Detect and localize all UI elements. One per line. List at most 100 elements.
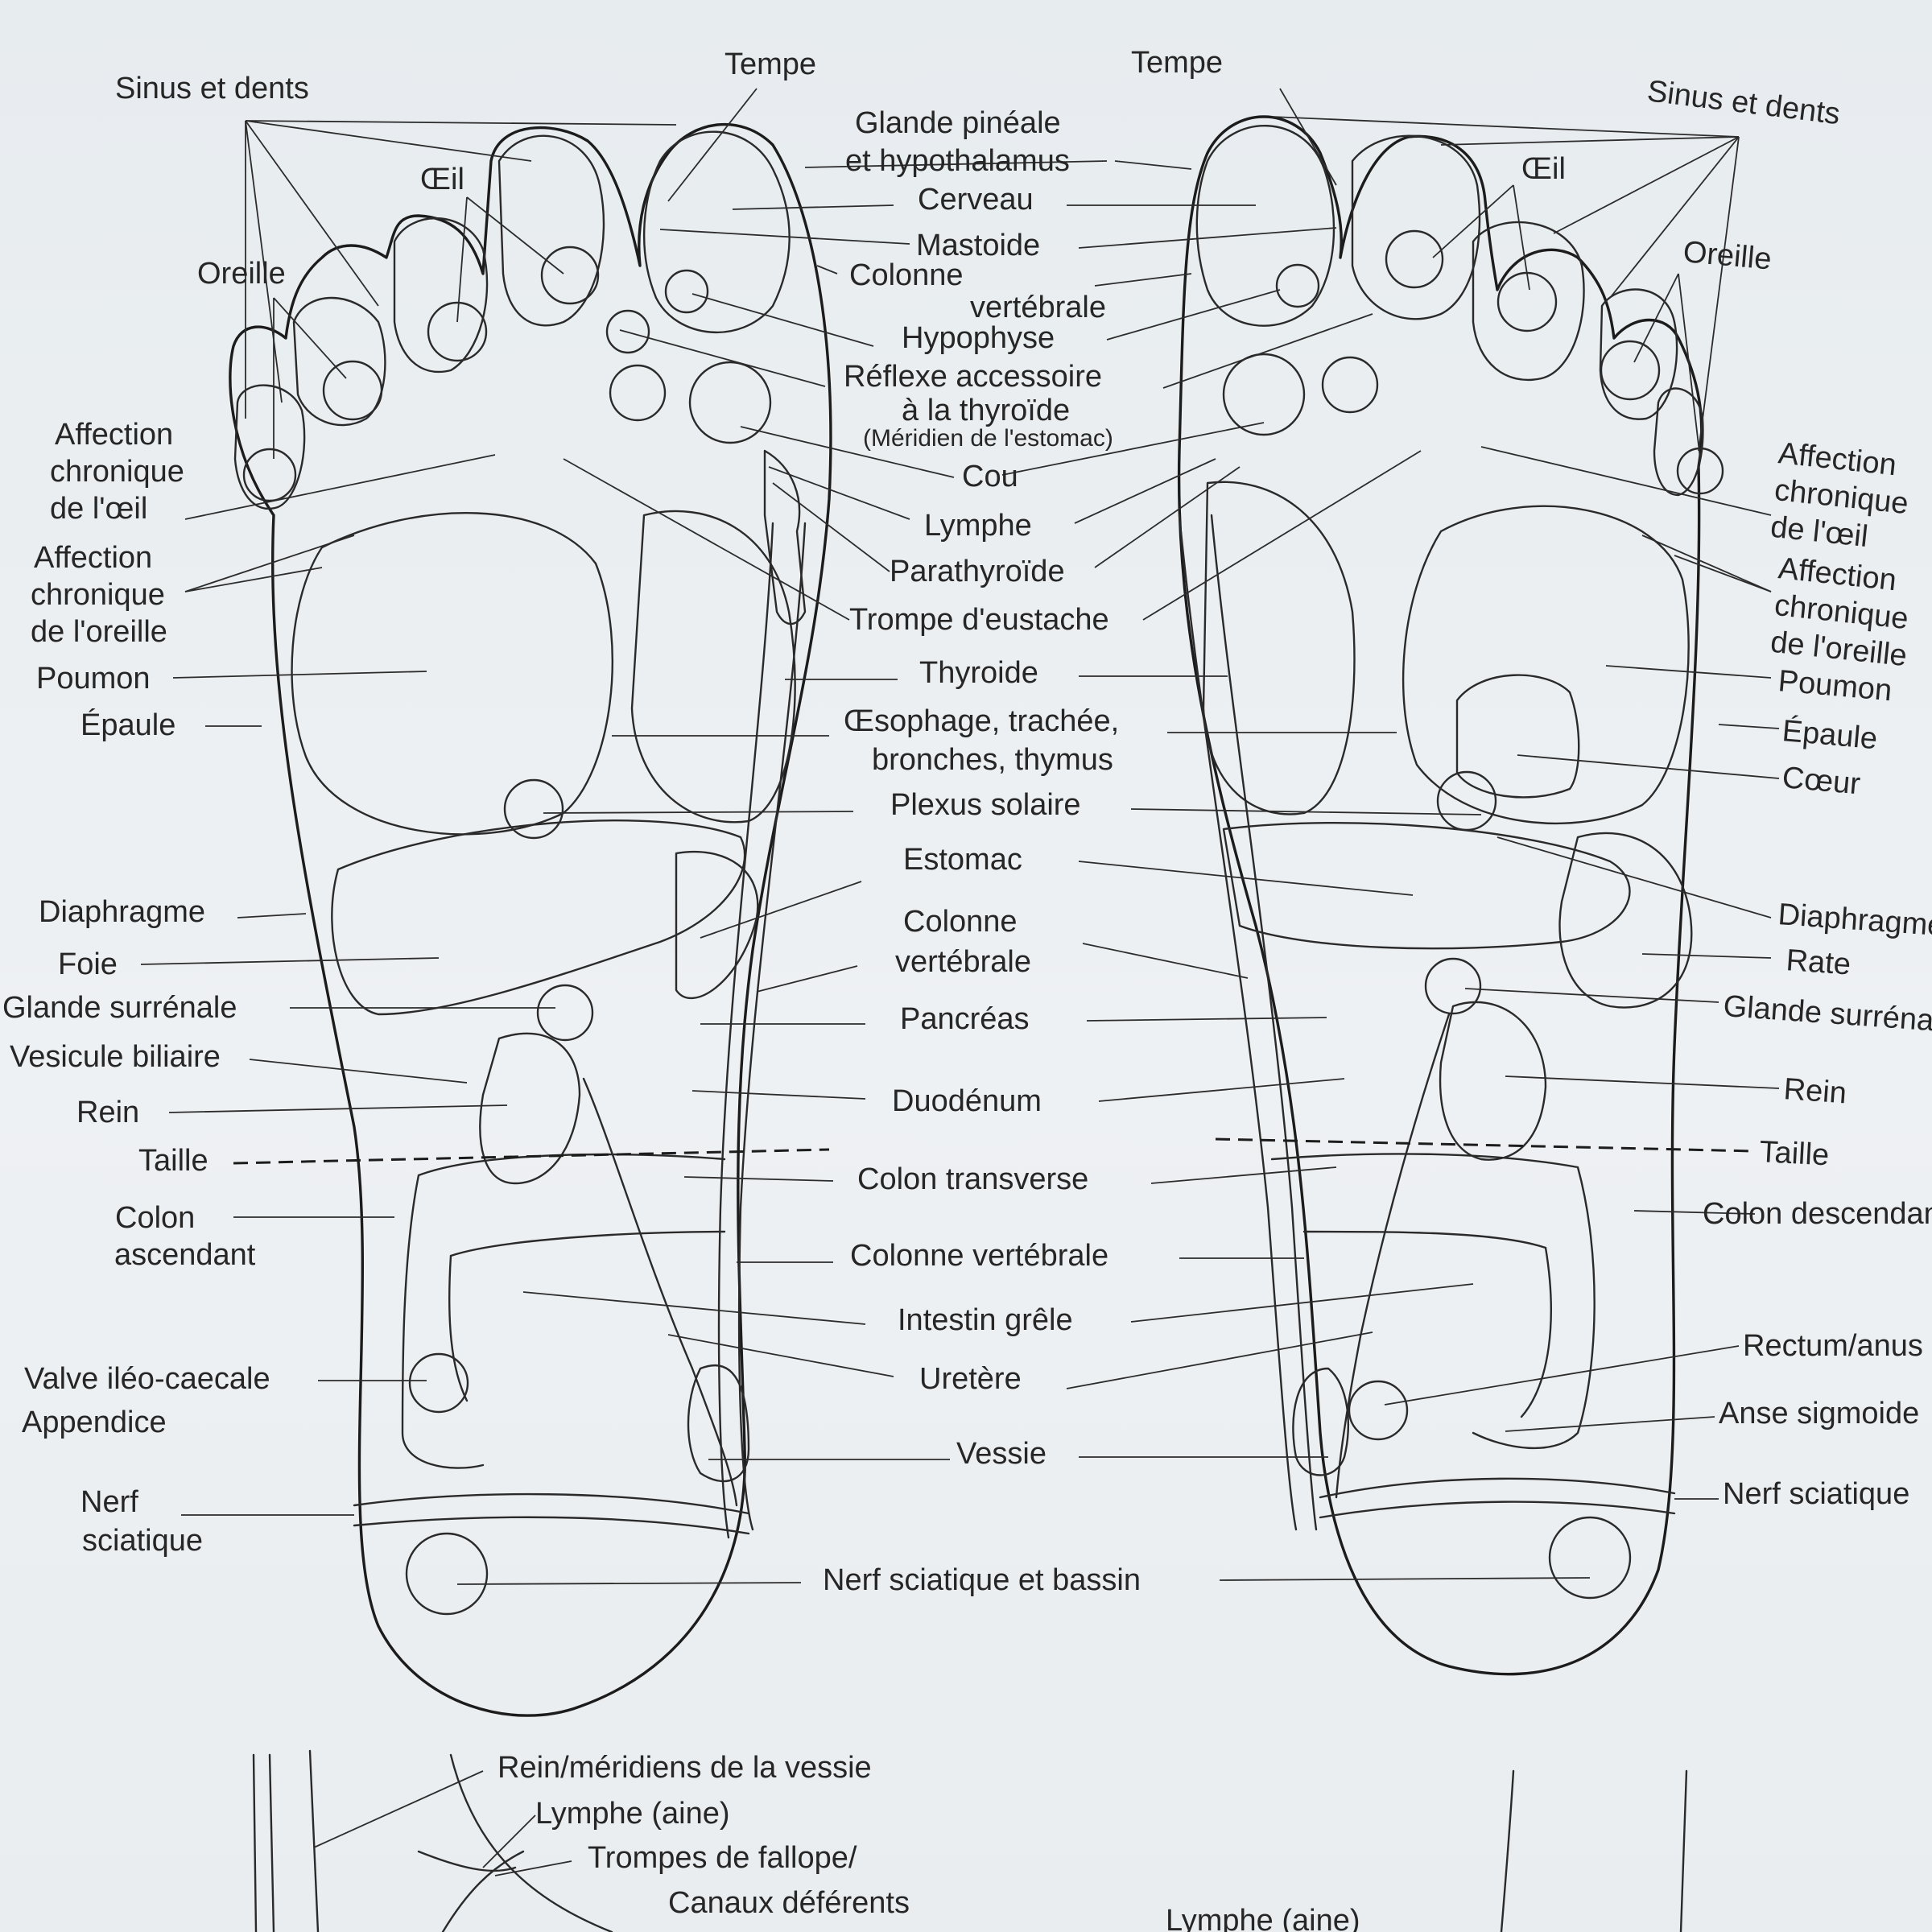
lower-leg-section: [252, 1749, 1688, 1932]
label-plexus: Plexus solaire: [890, 788, 1081, 822]
right-foot-outline: [1177, 115, 1703, 1676]
left-liver-zone: [331, 819, 746, 1016]
right-rectum-reflex: [1348, 1380, 1409, 1441]
left-spine-band: [717, 522, 807, 1539]
left-leader-lines: [140, 88, 758, 1516]
bottom-labels: Rein/méridiens de la vessie Lymphe (aine…: [497, 1751, 1360, 1932]
label-pineale: Glande pinéale et hypothalamus: [845, 106, 1070, 178]
label-right-taille: Taille: [1759, 1135, 1831, 1172]
left-colon-zone: [401, 1153, 726, 1469]
left-foot-outline: [229, 122, 832, 1717]
right-toe3-pad: [1472, 221, 1585, 381]
label-right-tempe: Tempe: [1131, 46, 1223, 80]
label-left-colon-asc: Colon ascendant: [114, 1201, 256, 1272]
label-trompe: Trompe d'eustache: [849, 603, 1109, 637]
label-pancreas: Pancréas: [900, 1002, 1030, 1036]
left-kidney-zone: [479, 1032, 581, 1185]
label-colonne-3: Colonne vertébrale: [850, 1239, 1108, 1273]
label-left-aff-oreille: Affection chronique de l'oreille: [31, 541, 173, 649]
label-uretere: Uretère: [919, 1362, 1022, 1396]
label-lymphe-aine-1: Lymphe (aine): [535, 1797, 730, 1831]
left-toe5-pad: [233, 384, 306, 510]
left-ileocecal-reflex: [408, 1352, 469, 1414]
right-solar-plexus-reflex: [1436, 770, 1497, 832]
label-right-rectum: Rectum/anus: [1743, 1329, 1923, 1363]
label-estomac: Estomac: [903, 843, 1022, 877]
label-right-diaphragme: Diaphragme: [1777, 898, 1932, 943]
label-left-poumon: Poumon: [36, 662, 151, 696]
right-labels: Tempe Sinus et dents Œil Oreille Affecti…: [1131, 46, 1932, 1511]
label-right-surrenale: Glande surrénale: [1722, 989, 1932, 1039]
right-adrenal-reflex: [1424, 957, 1482, 1015]
label-hypophyse: Hypophyse: [902, 321, 1055, 355]
right-toe5-pad: [1653, 387, 1704, 497]
right-eye-reflex-1: [1385, 229, 1444, 289]
label-lymphe-aine-2: Lymphe (aine): [1166, 1904, 1360, 1932]
label-reflexe: Réflexe accessoire à la thyroïde (Méridi…: [844, 360, 1113, 452]
right-ear-reflex: [1600, 340, 1661, 401]
right-ureter-path: [1335, 1013, 1451, 1499]
label-right-poumon: Poumon: [1777, 664, 1893, 708]
right-colon-zone: [1270, 1153, 1596, 1450]
label-right-oreille: Oreille: [1682, 235, 1773, 276]
label-right-coeur: Cœur: [1781, 761, 1862, 801]
label-parathyroide: Parathyroïde: [890, 555, 1065, 588]
label-cou: Cou: [962, 460, 1018, 493]
label-right-nerf: Nerf sciatique: [1723, 1477, 1909, 1511]
right-chronic-eye-reflex: [1676, 447, 1724, 495]
left-foot: [140, 88, 832, 1717]
right-eye-reflex-2: [1496, 271, 1558, 332]
label-left-oreille: Oreille: [197, 257, 286, 291]
center-leader-lines: [456, 160, 1591, 1585]
right-thyroid-zone: [1202, 481, 1356, 815]
right-big-toe-pad: [1195, 125, 1335, 327]
label-left-diaphragme: Diaphragme: [39, 895, 205, 929]
label-right-rein: Rein: [1782, 1072, 1847, 1110]
label-bassin: Nerf sciatique et bassin: [823, 1563, 1141, 1597]
left-ureter-path: [582, 1077, 738, 1507]
right-kidney-zone: [1439, 1001, 1547, 1161]
left-lymph-reflex: [688, 361, 772, 444]
right-foot: [1177, 88, 1780, 1676]
left-ear-reflex: [322, 360, 383, 421]
label-duodenum: Duodénum: [892, 1084, 1042, 1118]
right-lymph-reflex: [1222, 353, 1306, 436]
label-thyroide: Thyroide: [919, 656, 1038, 690]
left-neck-reflex: [609, 364, 667, 422]
left-eye-reflex-1: [540, 246, 600, 305]
left-toe4-pad: [292, 296, 386, 427]
right-heel-line: [1319, 1477, 1676, 1519]
label-right-colon-desc: Colon descendant: [1703, 1197, 1932, 1231]
label-left-nerf: Nerf sciatique: [80, 1485, 203, 1558]
right-stomach-zone: [1222, 821, 1631, 950]
left-toe3-pad: [393, 217, 489, 373]
right-lung-zone: [1402, 505, 1690, 825]
label-right-oeil: Œil: [1521, 152, 1566, 186]
label-left-foie: Foie: [58, 947, 118, 981]
right-sciatic-pelvis-reflex: [1548, 1516, 1632, 1600]
left-trachea-zone: [763, 449, 807, 625]
center-labels: Glande pinéale et hypothalamus Cerveau M…: [823, 106, 1141, 1597]
label-vessie: Vessie: [956, 1437, 1046, 1471]
label-right-epaule: Épaule: [1781, 713, 1879, 756]
left-bladder-zone: [687, 1364, 750, 1483]
label-right-sigmoide: Anse sigmoide: [1719, 1397, 1919, 1430]
left-eye-reflex-2: [427, 301, 488, 362]
left-adrenal-reflex: [536, 984, 594, 1042]
label-right-sinus: Sinus et dents: [1645, 74, 1842, 131]
right-toe2-pad: [1351, 134, 1481, 320]
right-neck-reflex: [1321, 356, 1379, 414]
label-left-vesicule: Vesicule biliaire: [10, 1040, 221, 1074]
label-left-epaule: Épaule: [80, 708, 175, 742]
label-left-tempe: Tempe: [724, 47, 816, 81]
label-trompes: Trompes de fallope/ Canaux déférents: [588, 1841, 910, 1920]
left-chronic-eye-reflex: [242, 448, 297, 502]
right-heart-zone: [1455, 674, 1580, 799]
left-stomach-zone: [675, 850, 759, 1000]
right-pituitary-reflex: [1275, 263, 1320, 308]
right-leader-lines: [1271, 88, 1780, 1500]
label-lymphe: Lymphe: [924, 509, 1032, 543]
left-labels: Sinus et dents Tempe Œil Oreille Affecti…: [2, 47, 816, 1558]
